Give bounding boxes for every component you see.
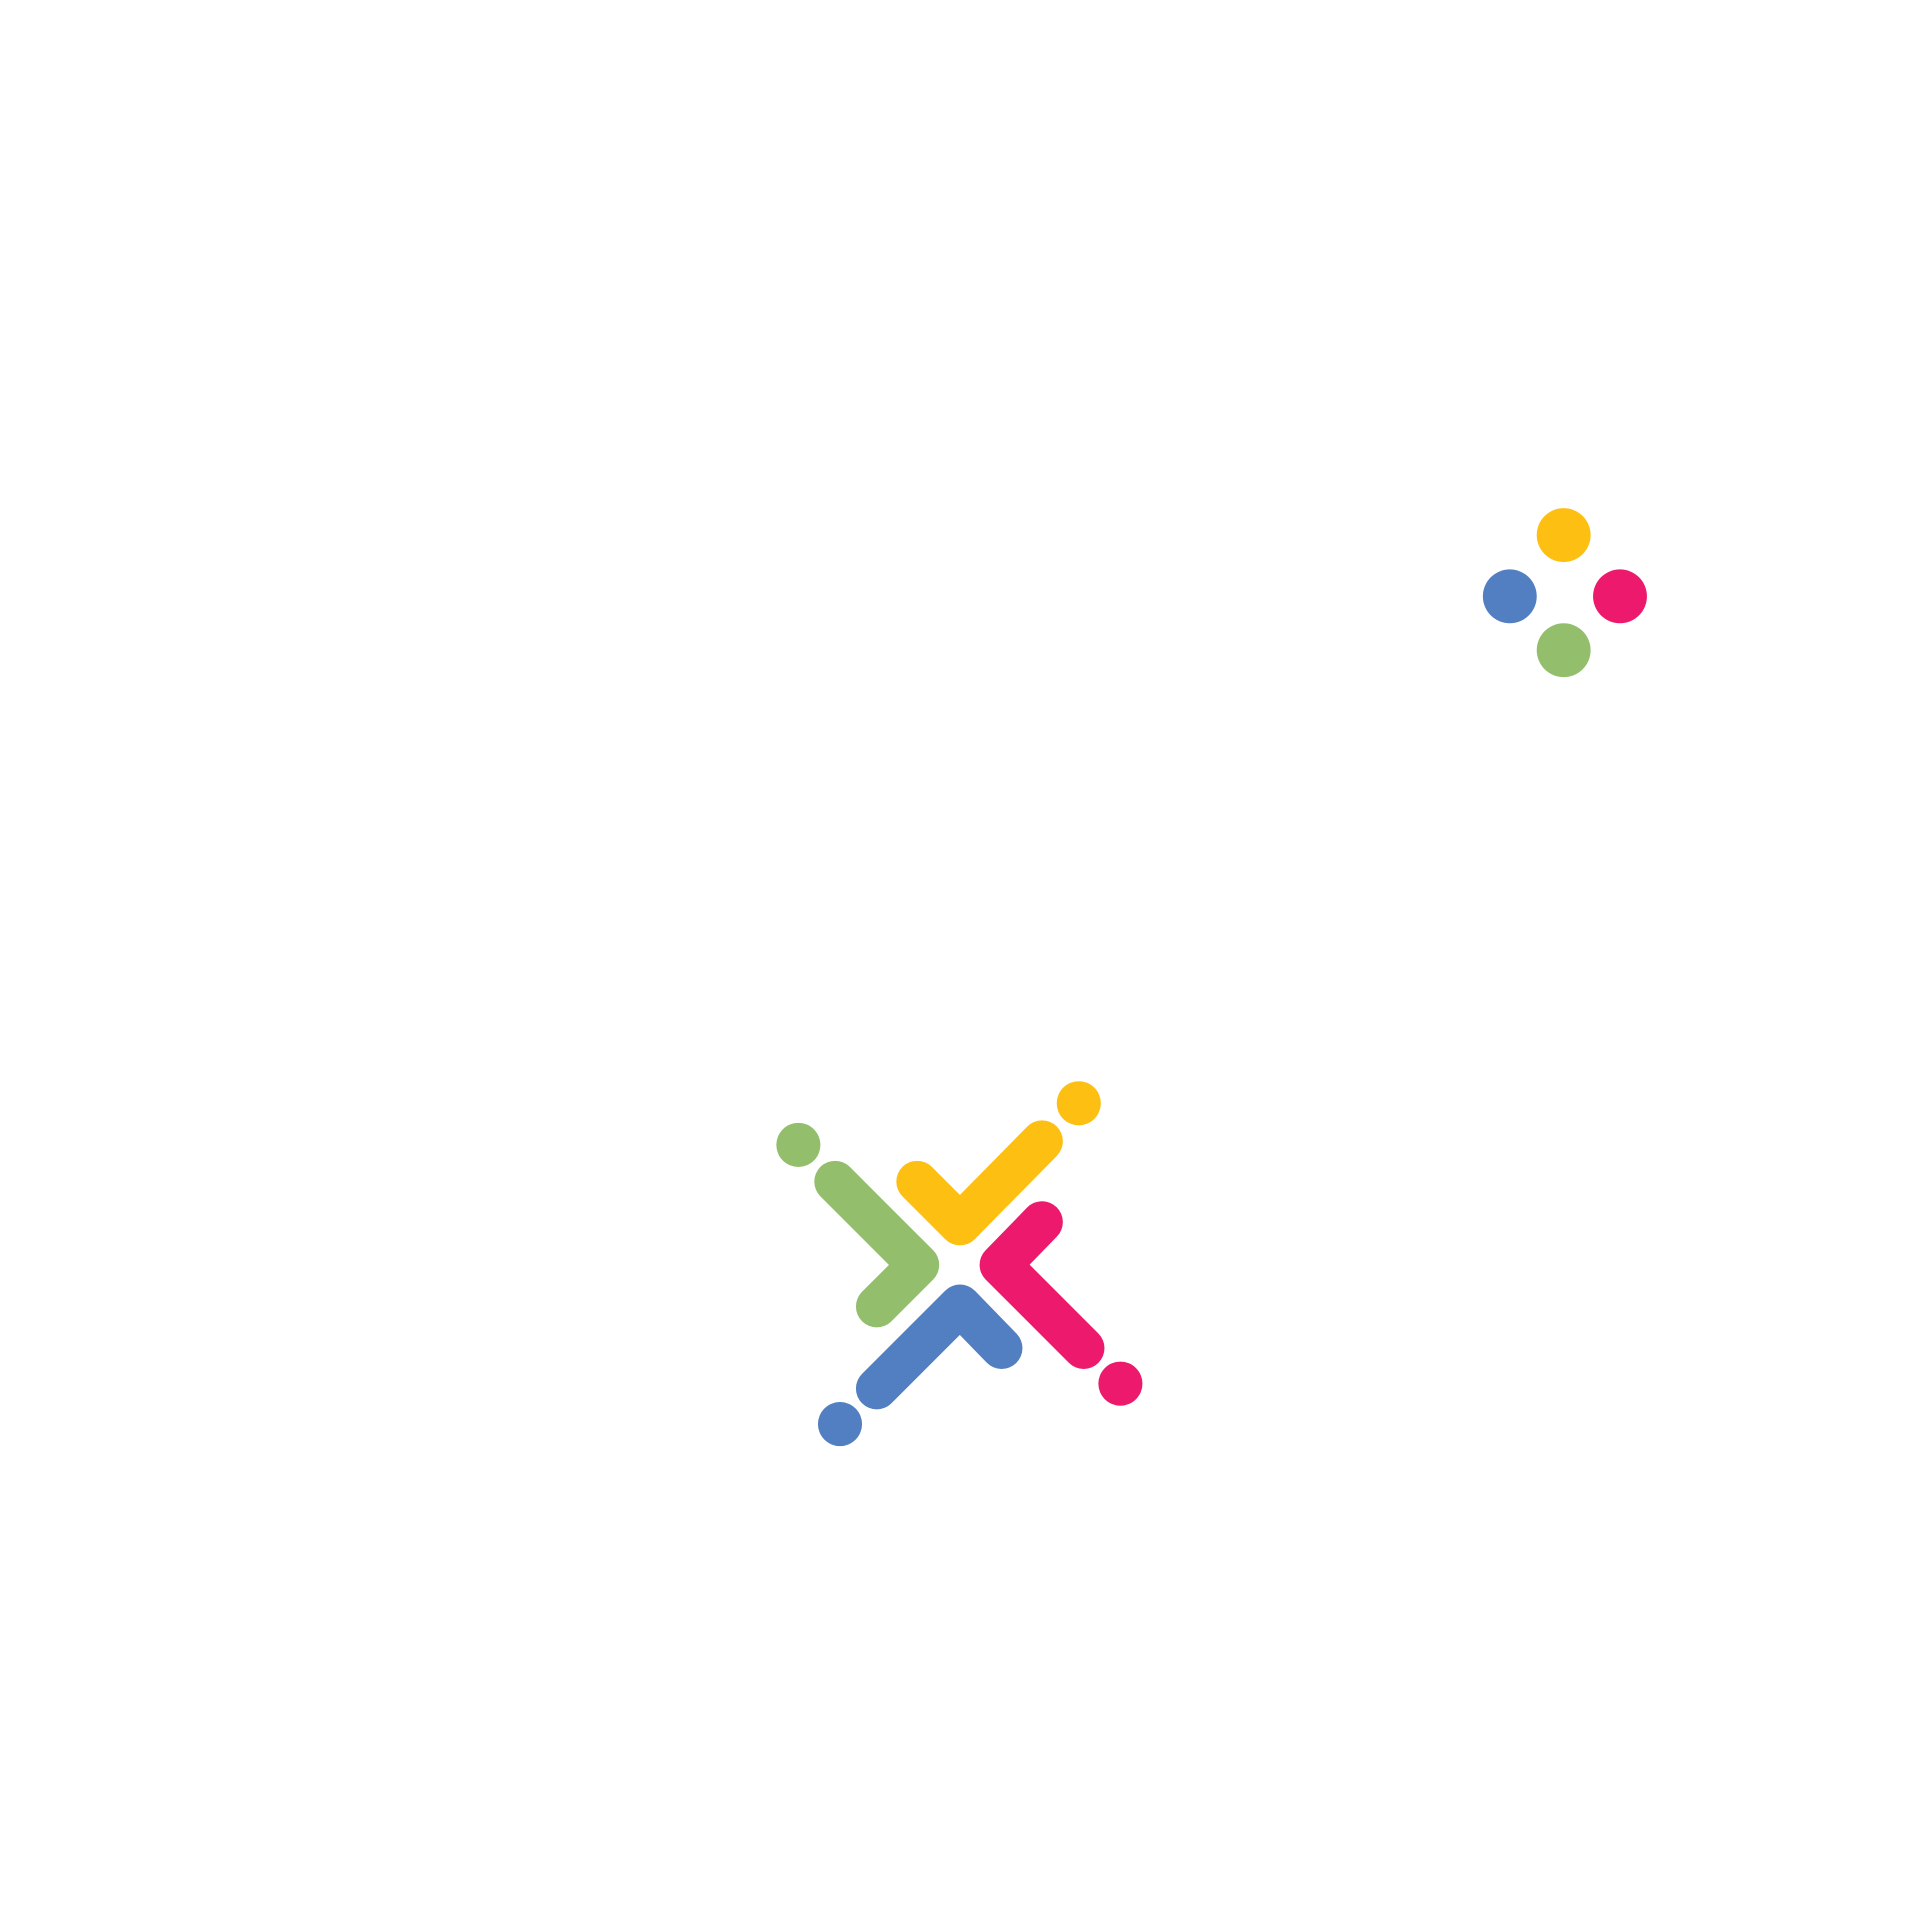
red-chevron xyxy=(979,1201,1105,1369)
pinwheel-arrows-logo-icon xyxy=(776,1081,1143,1447)
green-dot xyxy=(776,1122,821,1167)
red-dot xyxy=(1098,1361,1143,1406)
dot-green xyxy=(1536,623,1591,678)
blue-dot xyxy=(817,1402,863,1447)
dot-red xyxy=(1593,569,1647,624)
blue-chevron xyxy=(855,1284,1023,1410)
green-chevron xyxy=(814,1160,940,1328)
yellow-dot xyxy=(1056,1081,1101,1126)
dot-blue xyxy=(1482,569,1537,624)
yellow-chevron xyxy=(896,1120,1063,1246)
dot-yellow xyxy=(1536,508,1591,563)
four-dots-icon xyxy=(1482,508,1647,678)
